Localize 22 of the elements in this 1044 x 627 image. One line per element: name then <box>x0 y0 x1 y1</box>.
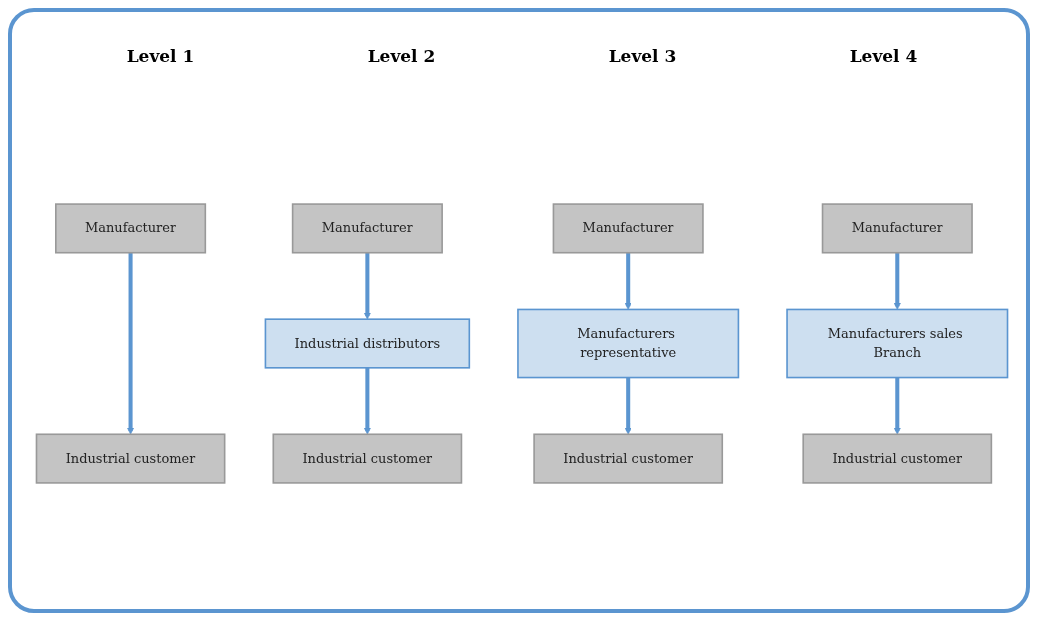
node-box: Manufacturer <box>291 203 443 254</box>
arrow <box>363 252 371 320</box>
node-box: Manufacturers sales Branch <box>786 308 1009 379</box>
arrow <box>893 252 901 310</box>
column-heading: Level 3 <box>608 46 677 66</box>
node-box: Industrial customer <box>533 433 724 484</box>
node-box: Industrial distributors <box>264 318 471 369</box>
arrow <box>624 252 632 310</box>
node-box: Manufacturer <box>552 203 704 254</box>
column-heading: Level 4 <box>849 46 918 66</box>
node-box: Manufacturers representative <box>517 308 740 379</box>
node-box: Industrial customer <box>272 433 463 484</box>
arrow <box>624 377 632 435</box>
arrow <box>127 252 135 435</box>
arrow <box>363 367 371 435</box>
node-box: Manufacturer <box>55 203 207 254</box>
node-box: Manufacturer <box>821 203 973 254</box>
column-heading: Level 2 <box>367 46 436 66</box>
arrow <box>893 377 901 435</box>
node-box: Industrial customer <box>35 433 226 484</box>
column-heading: Level 1 <box>126 46 195 66</box>
node-box: Industrial customer <box>802 433 993 484</box>
